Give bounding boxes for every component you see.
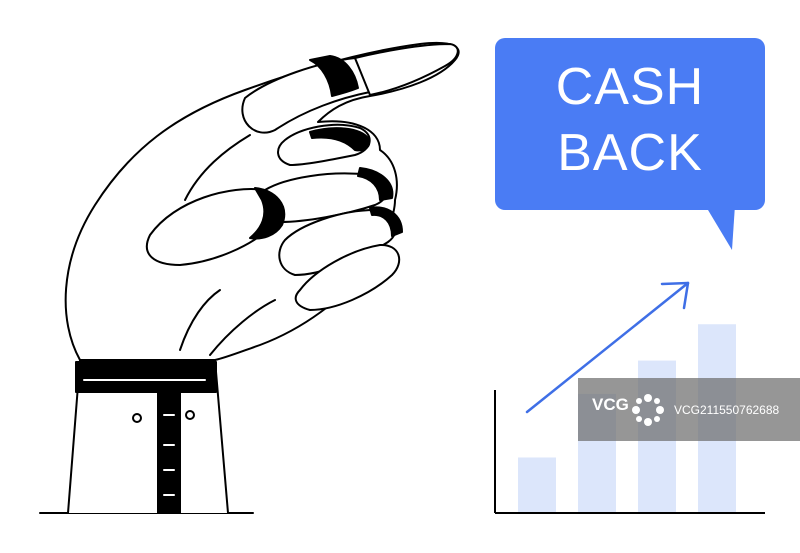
bubble-line-2: BACK — [557, 124, 703, 182]
watermark-flower-icon — [632, 394, 664, 426]
bubble-line-1: CASH — [555, 58, 705, 116]
cash-back-speech-bubble: CASH BACK — [495, 38, 765, 210]
chart-bar-1 — [518, 457, 556, 512]
zipper-stripe — [157, 391, 181, 514]
cuff-band — [75, 361, 217, 393]
trend-arrow — [525, 281, 690, 414]
watermark-logo: VCG — [592, 395, 629, 414]
watermark-banner: VCG VCG211550762688 — [578, 378, 800, 441]
bubble-text: CASH BACK — [495, 54, 765, 186]
watermark-id: VCG211550762688 — [674, 403, 780, 417]
